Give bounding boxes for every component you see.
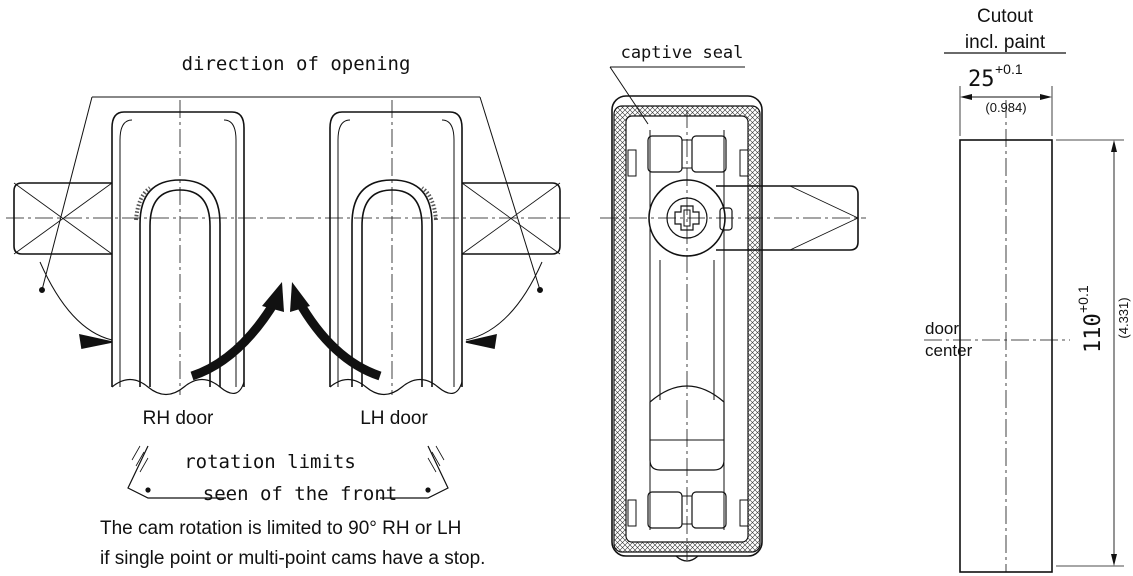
- rotation-limits-line1: rotation limits: [184, 451, 356, 473]
- direction-leader: [39, 96, 543, 293]
- rotation-limits-line2: seen of the front: [203, 483, 397, 505]
- width-tolerance: +0.1: [995, 61, 1023, 77]
- height-tolerance: +0.1: [1075, 285, 1091, 313]
- captive-seal-label: captive seal: [621, 43, 744, 63]
- height-inch: (4.331): [1116, 297, 1131, 338]
- rotation-limits-bracket: [127, 445, 449, 499]
- cutout-view: [924, 52, 1124, 573]
- handle-views: [6, 96, 570, 499]
- width-dimension-label: 25 +0.1 (0.984): [968, 61, 1027, 115]
- cutout-title-line2: incl. paint: [965, 32, 1046, 53]
- rh-door-handle: [13, 111, 284, 396]
- door-center-line1: door: [925, 319, 959, 338]
- lh-door-label: LH door: [360, 408, 428, 429]
- cam-rotation-note-line1: The cam rotation is limited to 90° RH or…: [100, 518, 461, 539]
- lower-grip: [649, 385, 725, 471]
- lh-door-handle: [290, 111, 561, 396]
- direction-of-opening-label: direction of opening: [182, 53, 411, 75]
- rh-door-label: RH door: [143, 408, 214, 429]
- door-center-line2: center: [925, 341, 973, 360]
- cutout-title-line1: Cutout: [977, 6, 1034, 27]
- height-value: 110: [1081, 313, 1106, 353]
- cam-rotation-note-line2: if single point or multi-point cams have…: [100, 548, 485, 569]
- height-dimension-label: 110 +0.1: [1075, 285, 1106, 353]
- width-value: 25: [968, 67, 995, 92]
- center-lines: [6, 100, 570, 395]
- captive-seal-ring: [613, 105, 761, 553]
- front-view: [600, 66, 866, 562]
- width-inch: (0.984): [985, 100, 1026, 115]
